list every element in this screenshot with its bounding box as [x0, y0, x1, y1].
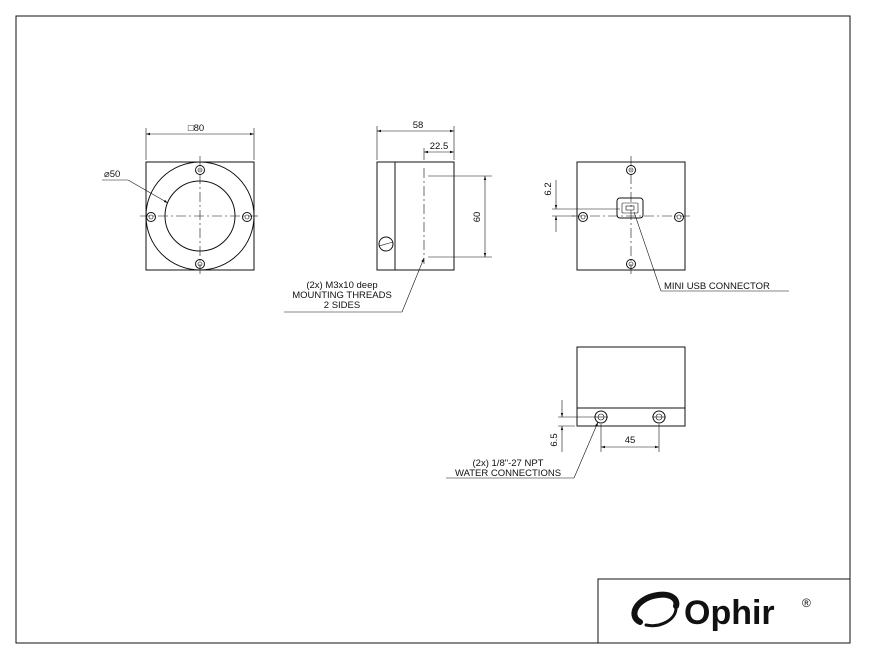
rear-vertical-dim: 6.2 — [543, 182, 554, 195]
brand-name: Ophir — [684, 594, 775, 632]
screw-icon — [146, 165, 252, 269]
bottom-view: 6.5 45 (2x) 1/8"-27 NPT WATER CONNECTION… — [446, 346, 686, 479]
thread-note-line1: (2x) M3x10 deep — [306, 280, 377, 291]
rear-view: 6.2 MINI USB CONNECTOR — [543, 156, 789, 292]
side-depth-dim: 58 — [413, 120, 424, 131]
ophir-swoosh-icon — [631, 591, 680, 628]
usb-connector — [616, 197, 644, 219]
bottom-body — [576, 346, 686, 427]
water-port-icon — [594, 410, 666, 424]
side-offset-dim: 22.5 — [430, 141, 449, 152]
water-note-line2: WATER CONNECTIONS — [455, 468, 561, 479]
side-body — [376, 161, 455, 271]
front-view: □80 ⌀50 — [102, 123, 260, 276]
title-block-frame — [597, 578, 851, 644]
water-note-line1: (2x) 1/8"-27 NPT — [473, 458, 544, 469]
bottom-spacing-dim: 45 — [625, 435, 636, 446]
front-aperture-dim: ⌀50 — [104, 169, 120, 180]
front-square-dim: □80 — [188, 123, 204, 134]
bottom-vertical-dim: 6.5 — [549, 433, 560, 446]
title-block: Ophir ® — [597, 578, 851, 644]
thread-note-line3: 2 SIDES — [324, 300, 360, 311]
screw-icon — [578, 165, 684, 269]
usb-connector-label: MINI USB CONNECTOR — [664, 281, 770, 292]
drawing-frame — [15, 15, 851, 644]
thread-note-line2: MOUNTING THREADS — [292, 290, 392, 301]
screw-icon — [378, 236, 394, 252]
side-view: 58 22.5 60 (2x) M3x10 deep MOUNTING THRE… — [284, 120, 492, 313]
registered-mark: ® — [802, 596, 811, 610]
side-height-dim: 60 — [472, 212, 483, 223]
